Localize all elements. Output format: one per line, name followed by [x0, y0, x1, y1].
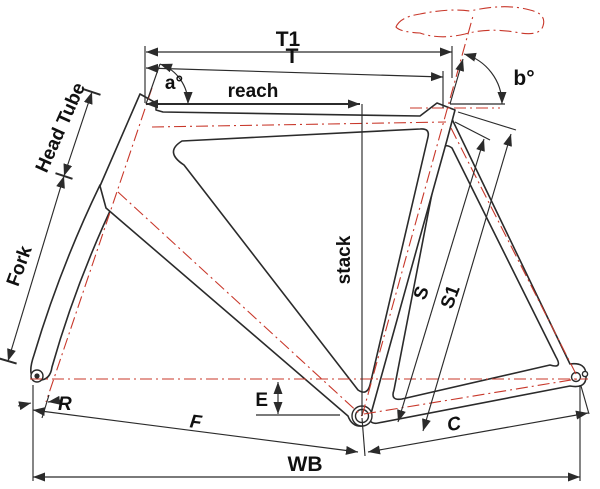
- t1-label: T1: [276, 28, 301, 51]
- head-tube-tick-top: [83, 88, 101, 96]
- fork-blade: [30, 184, 118, 381]
- rake-label: R: [58, 394, 72, 415]
- steer-axis-tick: [41, 394, 50, 419]
- reach-label: reach: [228, 81, 279, 102]
- front-center-label: F: [189, 411, 204, 433]
- fork-outline: [30, 184, 118, 381]
- rake-arrow-left: [17, 401, 32, 411]
- head-angle-arc: [159, 63, 193, 105]
- rear-dropout: [570, 371, 582, 383]
- front-axle: [34, 373, 40, 379]
- bb-drop-label: E: [255, 390, 268, 411]
- rake-arrow-right: [47, 395, 63, 405]
- dimension-lines: [0, 46, 590, 482]
- seat-tube-s1-dimension-line: [422, 133, 512, 432]
- t-label: T: [286, 45, 299, 68]
- wheelbase-label: WB: [288, 453, 323, 476]
- head-tube-label: Head Tube: [32, 80, 90, 176]
- fork-tick-bottom: [0, 357, 17, 365]
- chain-stay-centerline: [363, 378, 578, 415]
- seat-angle-ray-up: [449, 58, 464, 105]
- bb-extension-tick: [361, 417, 366, 457]
- stack-label: stack: [334, 235, 355, 284]
- top-tube-centerline: [151, 121, 447, 128]
- head-tube-dimension-line: [63, 91, 93, 177]
- head-angle-ray: [145, 63, 161, 105]
- seat-angle-label: b°: [513, 67, 534, 90]
- steering-axis: [45, 87, 153, 403]
- saddle-outline: [395, 6, 545, 38]
- fork-dimension-line: [7, 175, 65, 362]
- s1-extension-line: [457, 111, 517, 131]
- head-angle-label: a°: [165, 73, 183, 94]
- chainstay-label: C: [445, 413, 462, 436]
- chainstay-extension-line: [580, 385, 590, 415]
- seat-angle-arc: [463, 52, 507, 105]
- down-tube-centerline: [117, 191, 363, 417]
- t-dimension-line: [145, 63, 444, 82]
- front-center-dimension-line: [32, 407, 359, 455]
- rear-axle: [581, 370, 589, 378]
- chainstay-dimension-line: [367, 410, 589, 455]
